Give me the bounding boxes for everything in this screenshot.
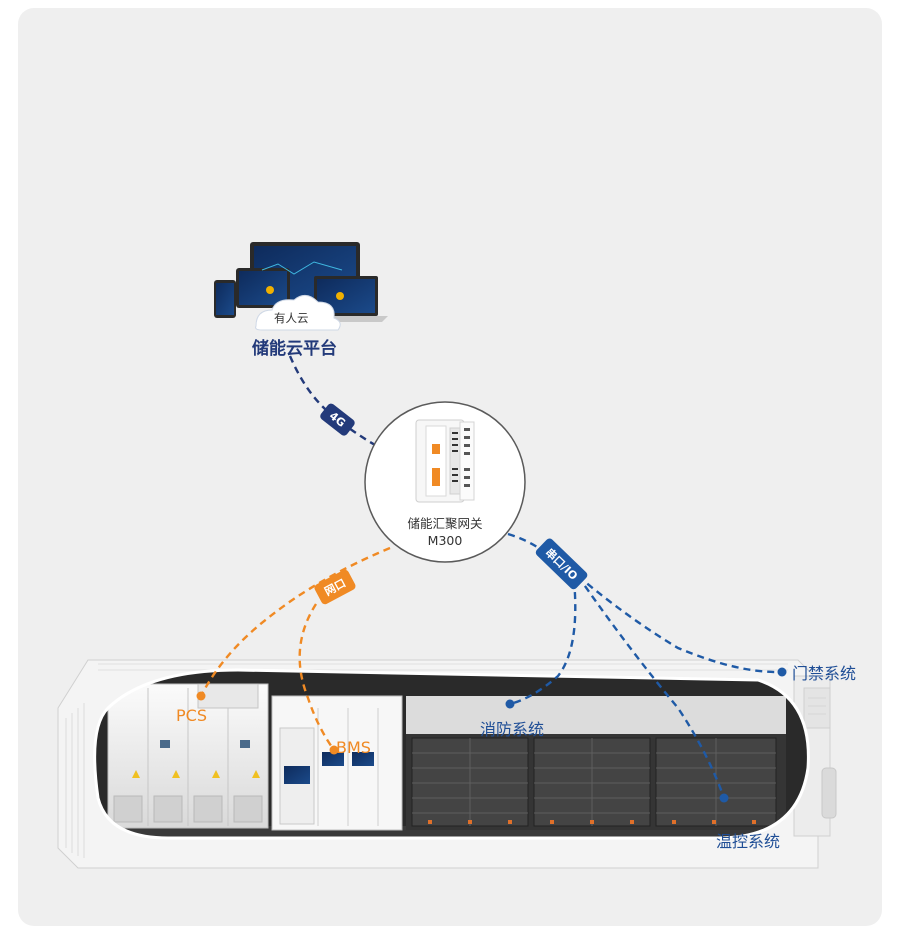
- platform-title: 储能云平台: [252, 339, 337, 359]
- link-serial-thermal-line: [577, 575, 726, 799]
- access-system-label: 门禁系统: [792, 664, 857, 683]
- gateway-name: 储能汇聚网关: [407, 516, 483, 531]
- cloud-label: 有人云: [274, 311, 309, 325]
- platform-devices: [214, 242, 388, 331]
- diagram-svg: [57, 242, 837, 869]
- container-illustration: [57, 659, 837, 869]
- pcs-dot: [196, 691, 206, 701]
- diagram-canvas: 有人云 储能云平台 4G 储能汇聚网关 M300 网口 串口/IO PCS BM…: [18, 8, 882, 926]
- fire-dot: [505, 699, 515, 709]
- link-ethernet-bms-line: [298, 603, 335, 751]
- link-serial-fire-line: [509, 579, 577, 706]
- thermal-system-label: 温控系统: [716, 832, 781, 851]
- link-4g-line: [288, 355, 385, 452]
- thermal-dot: [719, 793, 729, 803]
- endpoint-dots: [196, 667, 787, 803]
- pcs-label: PCS: [176, 706, 207, 725]
- gateway-model: M300: [427, 533, 463, 548]
- access-dot: [777, 667, 787, 677]
- link-serial-access-line: [577, 575, 781, 674]
- gateway-node: [364, 401, 526, 563]
- fire-system-label: 消防系统: [480, 720, 545, 739]
- cloud-icon: [255, 295, 341, 331]
- bms-dot: [329, 745, 339, 755]
- bms-label: BMS: [336, 738, 371, 757]
